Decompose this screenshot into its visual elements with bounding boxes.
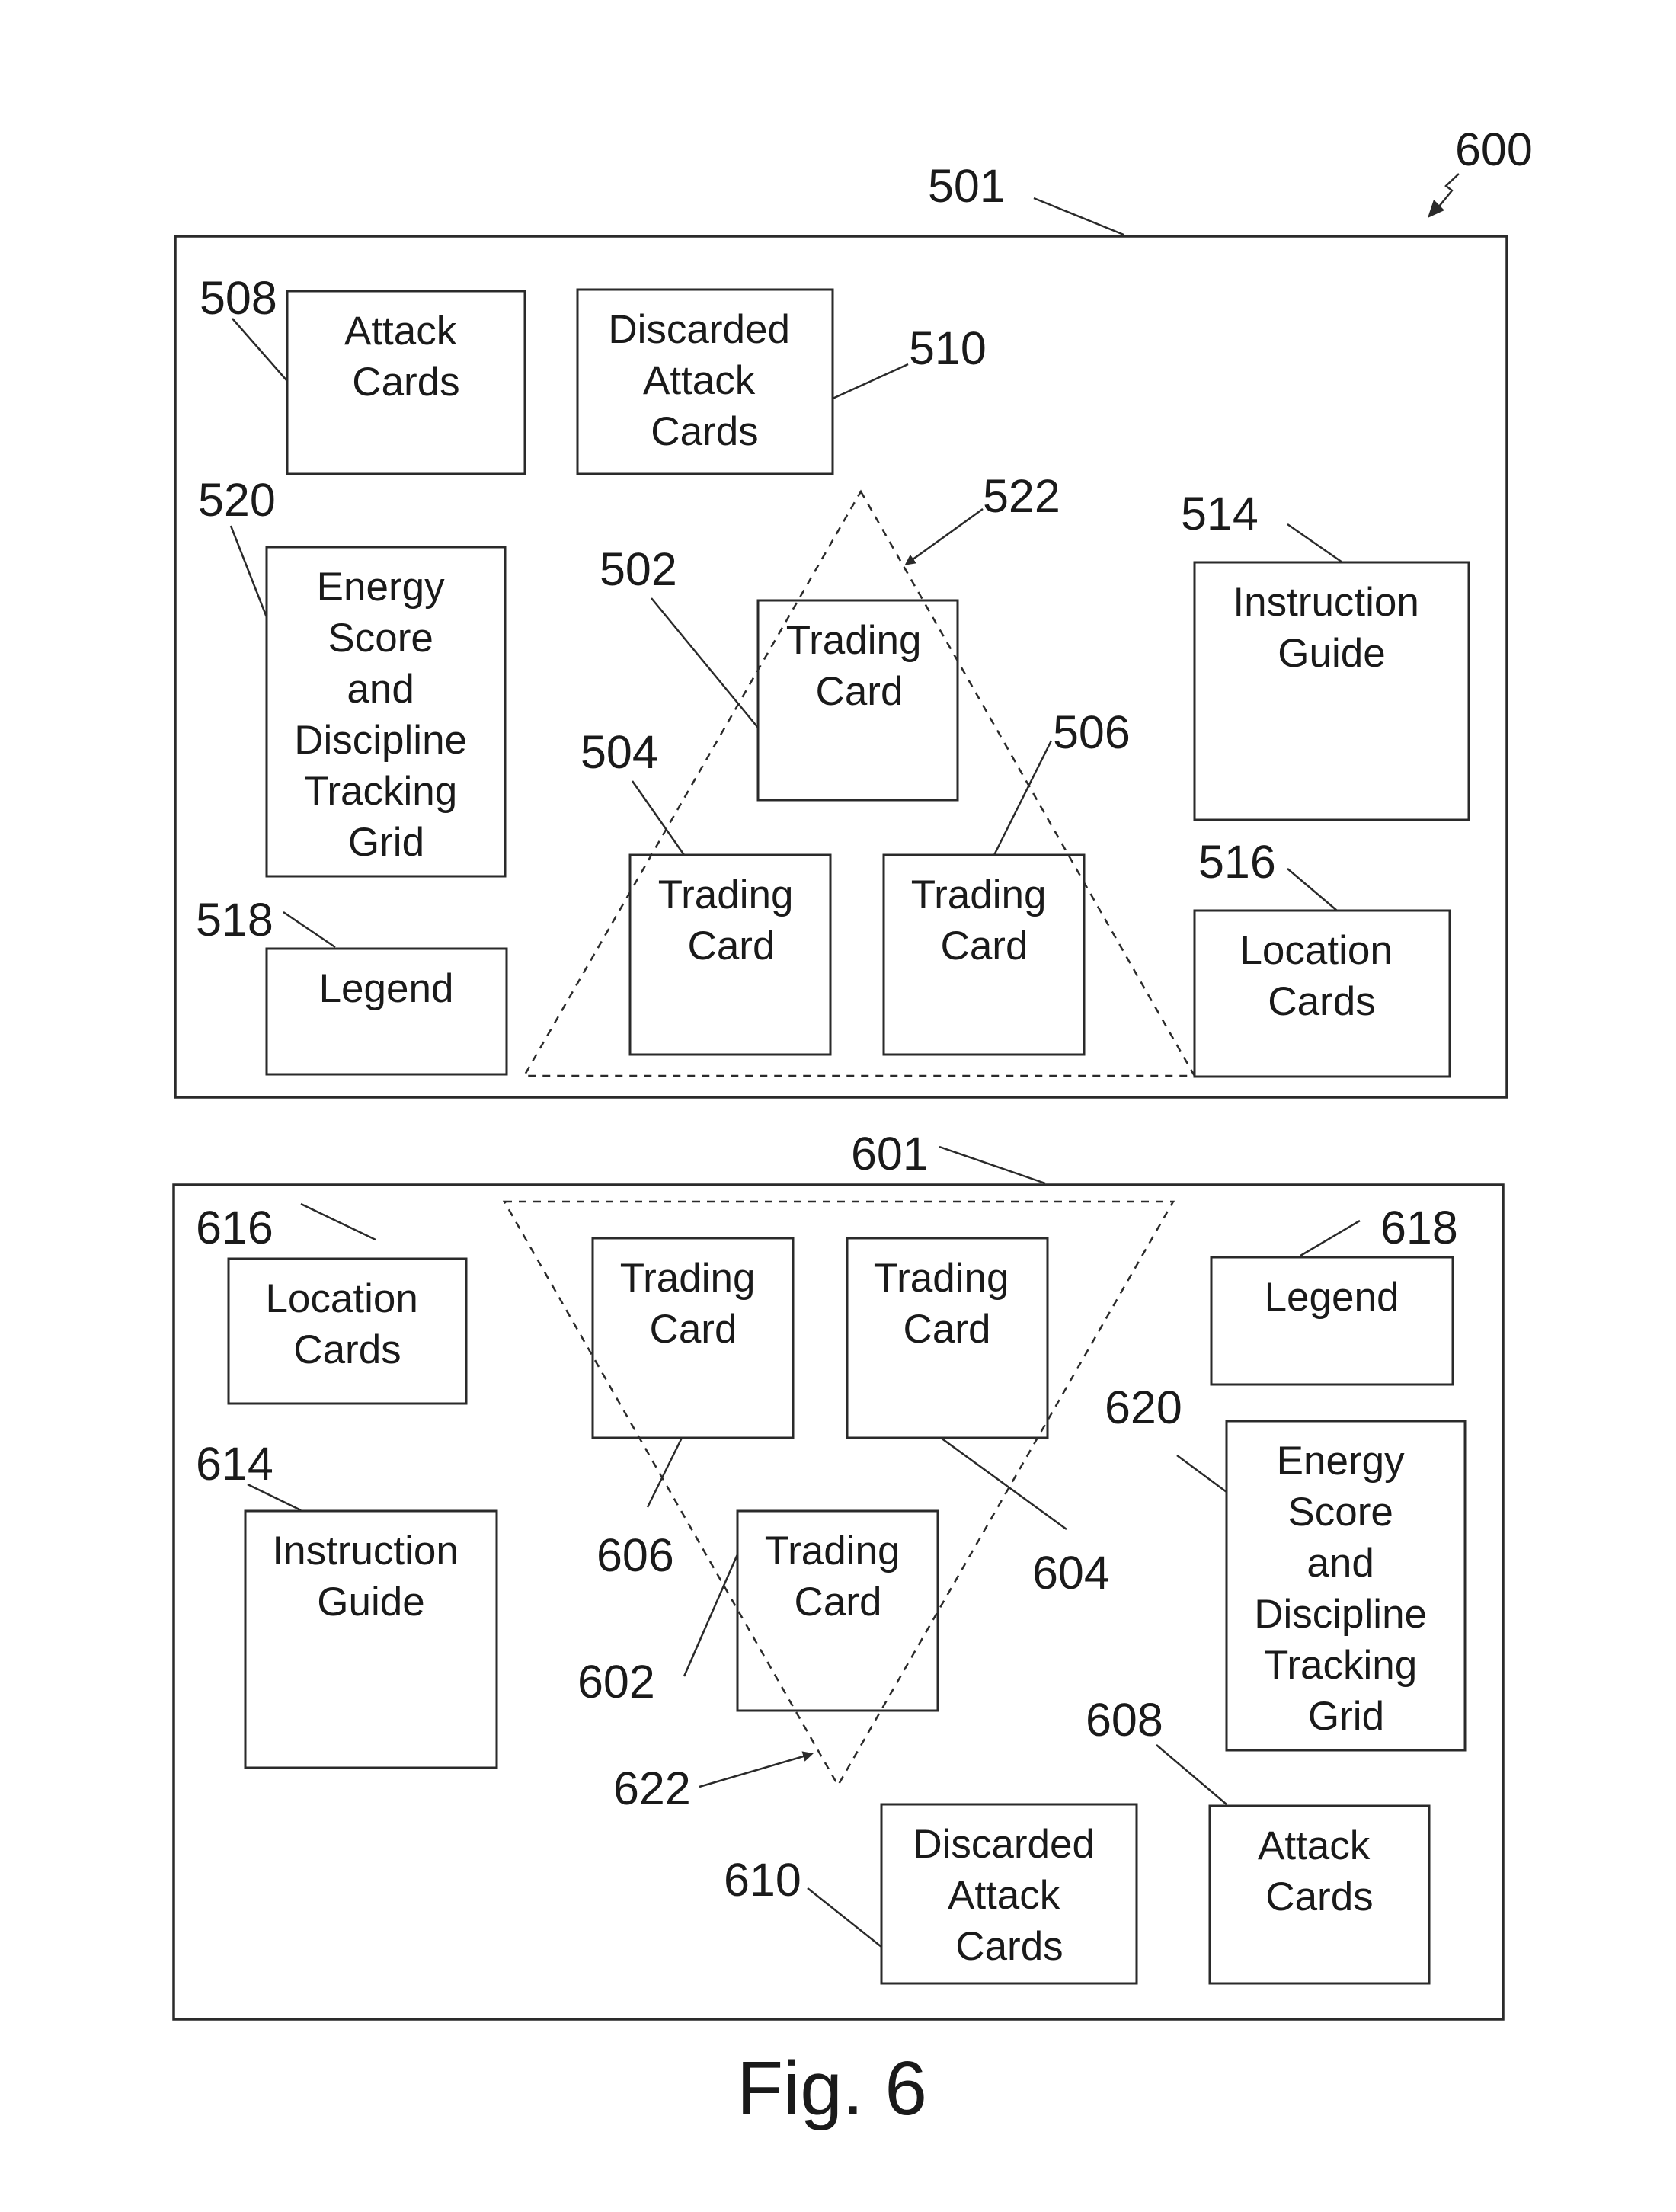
trading-card-506-ref: 506 [1053,706,1131,758]
instruction-guide-ref-bottom: 614 [196,1438,273,1490]
location-cards-ref: 516 [1198,836,1276,888]
trading-card-504-ref: 504 [581,726,658,778]
panel-top: 501 522 Attack Cards 508 Discarded Attac… [175,160,1507,1097]
attack-cards-ref: 508 [200,272,277,324]
trading-card-602-leader [684,1554,737,1676]
trading-card-502-label: Trading Card [786,618,932,714]
legend-leader-bottom [1300,1221,1360,1256]
discarded-attack-cards-ref: 510 [909,322,987,374]
trading-card-606-label: Trading Card [620,1256,766,1352]
trading-card-602-ref: 602 [577,1656,655,1708]
discarded-attack-cards-ref-bottom: 610 [724,1854,801,1906]
legend-ref-bottom: 618 [1380,1202,1458,1253]
trading-card-604-leader [941,1438,1067,1529]
discarded-attack-cards-leader-bottom [808,1888,881,1947]
panel-bottom-ref: 601 [851,1128,929,1180]
formation-ref-622-arrow [699,1754,811,1787]
energy-score-grid-ref: 520 [198,474,276,526]
location-cards-leader-bottom [301,1204,376,1240]
trading-card-604-label: Trading Card [874,1256,1020,1352]
legend-label: Legend [319,966,454,1011]
figure-ref-label: 600 [1455,123,1533,175]
legend-label-bottom: Legend [1265,1275,1399,1320]
trading-card-606-leader [648,1438,682,1507]
energy-score-grid-leader [231,526,267,617]
trading-card-602-label: Trading Card [765,1529,911,1625]
figure-caption: Fig. 6 [737,2046,927,2131]
energy-score-grid-ref-bottom: 620 [1105,1381,1182,1433]
discarded-attack-cards-leader [833,364,908,399]
instruction-guide-leader [1287,524,1342,562]
location-cards-leader [1287,869,1337,911]
panel-bottom-leader [939,1147,1045,1183]
instruction-guide-ref: 514 [1181,488,1259,539]
trading-card-506-label: Trading Card [911,872,1057,968]
formation-ref-622: 622 [613,1762,691,1814]
instruction-guide-leader-bottom [248,1484,301,1510]
legend-ref: 518 [196,894,273,946]
trading-card-606-ref: 606 [597,1529,674,1581]
legend-leader [283,912,335,947]
panel-bottom: 601 622 Location Cards 616 Trading Card … [174,1128,1503,2019]
panel-top-ref: 501 [928,160,1006,212]
formation-ref-522-arrow [907,509,983,564]
formation-ref-522: 522 [983,470,1060,522]
trading-card-506-leader [994,741,1051,855]
trading-card-504-label: Trading Card [658,872,804,968]
energy-score-grid-leader-bottom [1177,1455,1227,1492]
trading-card-604-ref: 604 [1032,1547,1110,1599]
attack-cards-ref-bottom: 608 [1086,1694,1163,1746]
figure-ref-zigzag [1438,174,1459,207]
attack-cards-leader-bottom [1156,1745,1227,1804]
trading-card-502-ref: 502 [600,543,677,595]
location-cards-ref-bottom: 616 [196,1202,273,1253]
attack-cards-leader [232,319,287,381]
panel-top-leader [1034,198,1124,235]
trading-card-502-leader [651,598,758,728]
